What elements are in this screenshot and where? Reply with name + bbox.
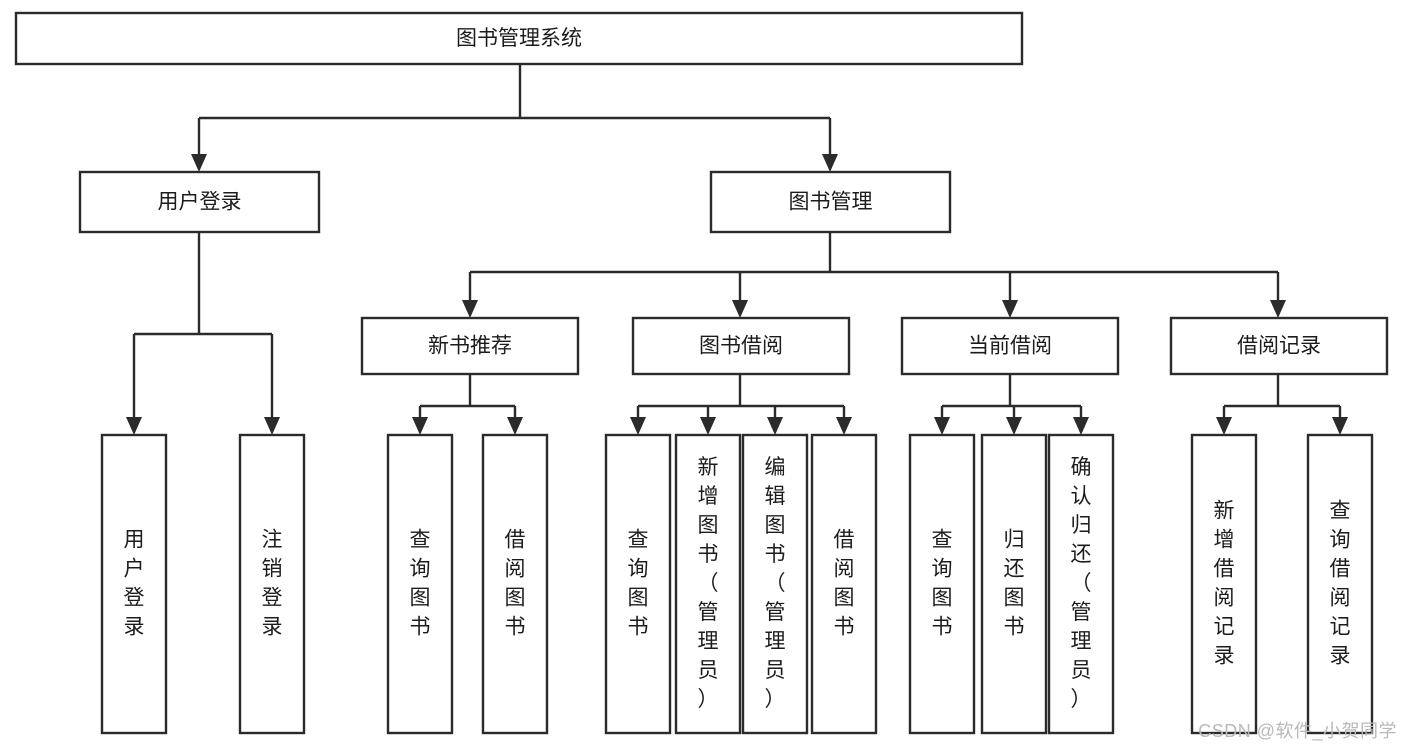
node-box-leaf-user-login[interactable] bbox=[100, 433, 168, 735]
arrow-head-icon bbox=[1332, 417, 1348, 435]
node-label-leaf-edit-book: 编辑图书（管理员） bbox=[765, 456, 786, 711]
edge-group bbox=[462, 232, 1286, 318]
edge-group bbox=[191, 64, 838, 172]
csdn-watermark: CSDN @软件_小贺同学 bbox=[1198, 721, 1397, 741]
node-leaf-query-book-3[interactable]: 查询图书 bbox=[908, 433, 976, 735]
arrow-head-icon bbox=[191, 154, 207, 172]
node-label-leaf-query-book-1: 查询图书 bbox=[410, 528, 431, 638]
arrow-head-icon bbox=[126, 417, 142, 435]
arrow-head-icon bbox=[1270, 300, 1286, 318]
arrow-head-icon bbox=[1006, 417, 1022, 435]
node-user-login[interactable]: 用户登录 bbox=[78, 170, 321, 234]
node-box-leaf-borrow-book-1[interactable] bbox=[481, 433, 549, 735]
node-box-current-borrow[interactable] bbox=[900, 316, 1120, 376]
node-box-leaf-borrow-book-2[interactable] bbox=[810, 433, 878, 735]
arrow-head-icon bbox=[462, 300, 478, 318]
edge-group bbox=[126, 232, 280, 435]
arrow-head-icon bbox=[700, 417, 716, 435]
node-leaf-query-record[interactable]: 查询借阅记录 bbox=[1306, 433, 1374, 735]
node-box-leaf-logout[interactable] bbox=[238, 433, 306, 735]
edge-group bbox=[1216, 374, 1348, 435]
node-new-book-rec[interactable]: 新书推荐 bbox=[360, 316, 580, 376]
node-leaf-return-book[interactable]: 归还图书 bbox=[980, 433, 1048, 735]
arrow-head-icon bbox=[1073, 417, 1089, 435]
edge-group bbox=[412, 374, 523, 435]
node-label-leaf-return-book: 归还图书 bbox=[1004, 528, 1025, 638]
arrow-head-icon bbox=[836, 417, 852, 435]
node-label-borrow-record: 借阅记录 bbox=[1237, 335, 1321, 358]
node-label-root: 图书管理系统 bbox=[456, 27, 582, 50]
node-box-user-login[interactable] bbox=[78, 170, 321, 234]
node-leaf-query-book-1[interactable]: 查询图书 bbox=[386, 433, 454, 735]
node-label-current-borrow: 当前借阅 bbox=[968, 335, 1052, 358]
arrow-head-icon bbox=[767, 417, 783, 435]
node-box-book-borrow[interactable] bbox=[631, 316, 851, 376]
node-box-borrow-record[interactable] bbox=[1169, 316, 1389, 376]
node-box-leaf-add-book[interactable] bbox=[674, 433, 742, 735]
node-leaf-add-record[interactable]: 新增借阅记录 bbox=[1190, 433, 1258, 735]
node-label-book-manage: 图书管理 bbox=[789, 191, 873, 214]
node-box-leaf-query-book-2[interactable] bbox=[604, 433, 672, 735]
node-label-leaf-query-book-3: 查询图书 bbox=[932, 528, 953, 638]
arrow-head-icon bbox=[630, 417, 646, 435]
node-label-user-login: 用户登录 bbox=[158, 191, 242, 214]
node-label-leaf-query-record: 查询借阅记录 bbox=[1330, 499, 1351, 667]
node-box-leaf-query-book-1[interactable] bbox=[386, 433, 454, 735]
node-leaf-logout[interactable]: 注销登录 bbox=[238, 433, 306, 735]
node-leaf-add-book[interactable]: 新增图书（管理员） bbox=[674, 433, 742, 735]
node-book-borrow[interactable]: 图书借阅 bbox=[631, 316, 851, 376]
arrow-head-icon bbox=[1216, 417, 1232, 435]
node-label-leaf-logout: 注销登录 bbox=[262, 528, 283, 638]
node-leaf-edit-book[interactable]: 编辑图书（管理员） bbox=[741, 433, 809, 735]
arrow-head-icon bbox=[822, 154, 838, 172]
node-box-leaf-edit-book[interactable] bbox=[741, 433, 809, 735]
edge-group bbox=[630, 374, 852, 435]
node-box-leaf-query-book-3[interactable] bbox=[908, 433, 976, 735]
nodes-layer: 图书管理系统用户登录图书管理新书推荐图书借阅当前借阅借阅记录用户登录注销登录查询… bbox=[14, 11, 1389, 735]
arrow-head-icon bbox=[1002, 300, 1018, 318]
arrow-head-icon bbox=[264, 417, 280, 435]
node-box-book-manage[interactable] bbox=[709, 170, 952, 234]
node-box-leaf-return-book[interactable] bbox=[980, 433, 1048, 735]
node-box-new-book-rec[interactable] bbox=[360, 316, 580, 376]
node-label-book-borrow: 图书借阅 bbox=[699, 335, 783, 358]
node-leaf-borrow-book-2[interactable]: 借阅图书 bbox=[810, 433, 878, 735]
node-box-leaf-confirm-return[interactable] bbox=[1047, 433, 1115, 735]
node-book-manage[interactable]: 图书管理 bbox=[709, 170, 952, 234]
node-label-leaf-add-book: 新增图书（管理员） bbox=[698, 456, 719, 711]
edges-layer bbox=[126, 64, 1348, 435]
arrow-head-icon bbox=[934, 417, 950, 435]
node-leaf-user-login[interactable]: 用户登录 bbox=[100, 433, 168, 735]
node-label-leaf-confirm-return: 确认归还（管理员） bbox=[1071, 456, 1092, 711]
node-label-leaf-borrow-book-2: 借阅图书 bbox=[834, 528, 855, 638]
node-leaf-confirm-return[interactable]: 确认归还（管理员） bbox=[1047, 433, 1115, 735]
node-box-leaf-add-record[interactable] bbox=[1190, 433, 1258, 735]
node-leaf-query-book-2[interactable]: 查询图书 bbox=[604, 433, 672, 735]
edge-group bbox=[934, 374, 1089, 435]
node-borrow-record[interactable]: 借阅记录 bbox=[1169, 316, 1389, 376]
node-current-borrow[interactable]: 当前借阅 bbox=[900, 316, 1120, 376]
node-root[interactable]: 图书管理系统 bbox=[14, 11, 1024, 66]
arrow-head-icon bbox=[412, 417, 428, 435]
node-box-leaf-query-record[interactable] bbox=[1306, 433, 1374, 735]
node-leaf-borrow-book-1[interactable]: 借阅图书 bbox=[481, 433, 549, 735]
node-label-leaf-add-record: 新增借阅记录 bbox=[1214, 499, 1235, 667]
node-label-leaf-user-login: 用户登录 bbox=[124, 528, 145, 638]
node-label-new-book-rec: 新书推荐 bbox=[428, 335, 512, 358]
node-box-root[interactable] bbox=[14, 11, 1024, 66]
node-label-leaf-query-book-2: 查询图书 bbox=[628, 528, 649, 638]
arrow-head-icon bbox=[507, 417, 523, 435]
arrow-head-icon bbox=[732, 300, 748, 318]
node-label-leaf-borrow-book-1: 借阅图书 bbox=[505, 528, 526, 638]
